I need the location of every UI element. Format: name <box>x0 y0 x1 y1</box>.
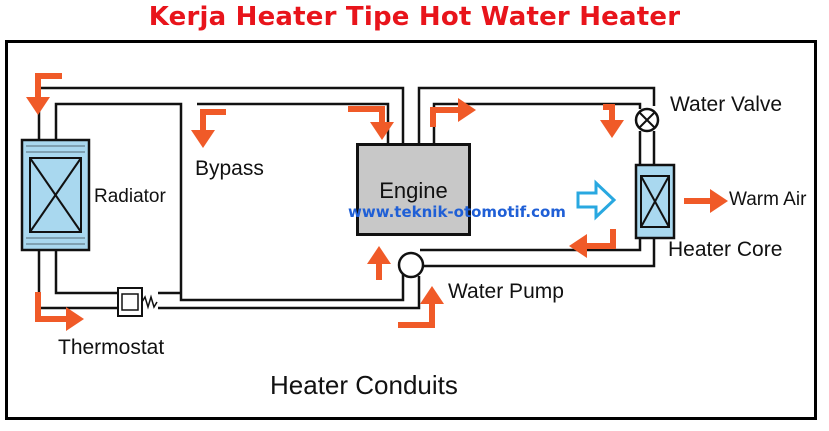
engine-label: Engine <box>379 178 448 203</box>
pipe-bottom-outer-left <box>37 250 118 310</box>
water-valve-component <box>634 107 660 133</box>
flow-arrow-core-out <box>584 229 616 249</box>
flow-arrowheads <box>26 97 728 331</box>
engine-component <box>356 143 471 236</box>
flow-arrow-radiator-out <box>35 292 70 322</box>
flow-arrow-pump-in <box>398 300 435 328</box>
heater-core-label: Heater Core <box>668 238 783 261</box>
flow-arrows <box>35 73 712 328</box>
pipe-heater-return-outer <box>420 238 656 268</box>
flow-arrow-valve-in <box>603 104 615 124</box>
watermark-text: www.teknik-otomotif.com <box>348 203 566 221</box>
pipe-heater-top-outer <box>417 86 656 143</box>
bypass-label: Bypass <box>195 157 264 180</box>
radiator-label: Radiator <box>94 186 166 207</box>
pipe-heater-return-inner <box>420 238 642 252</box>
flow-arrow-engine-right <box>430 107 462 127</box>
flow-arrow-bypass <box>200 109 226 135</box>
thermostat-component <box>117 287 158 317</box>
heater-conduits-label: Heater Conduits <box>270 370 458 400</box>
water-valve-label: Water Valve <box>670 93 783 116</box>
flow-arrow-radiator-in <box>35 73 62 100</box>
warm-air-label: Warm Air <box>729 189 807 210</box>
heater-core-component <box>634 163 676 240</box>
radiator-component <box>20 138 91 252</box>
diagram-frame <box>5 40 817 420</box>
pipe-bottom-inner-left <box>54 250 118 295</box>
pipe-bottom-outer-right <box>158 276 421 310</box>
diagram-title: Kerja Heater Tipe Hot Water Heater <box>148 2 681 32</box>
pipe-top-outer <box>37 86 405 143</box>
flow-arrow-engine-left <box>348 106 385 126</box>
cool-air-arrow <box>576 179 617 221</box>
thermostat-label: Thermostat <box>58 336 165 359</box>
pipe-bypass-inner <box>54 102 405 302</box>
water-pump-label: Water Pump <box>448 280 564 303</box>
water-pump-component <box>397 251 425 279</box>
